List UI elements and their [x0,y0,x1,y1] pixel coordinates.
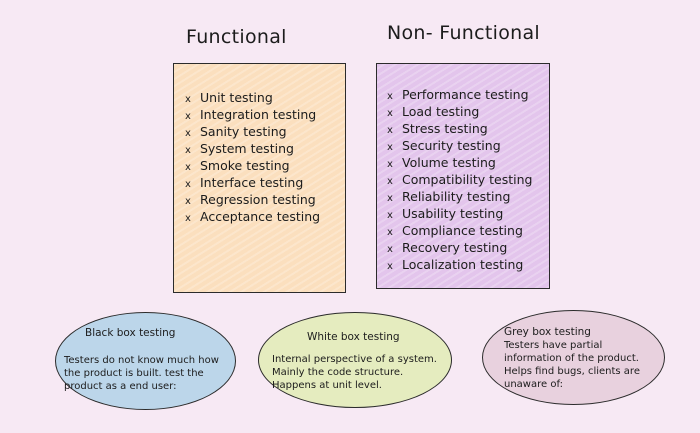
non-functional-item-label: Reliability testing [402,189,511,204]
cross-bullet-icon: x [387,159,393,170]
description-line: Happens at unit level. [272,380,382,391]
cross-bullet-icon: x [387,125,393,136]
cross-bullet-icon: x [387,108,393,119]
cross-bullet-icon: x [185,111,191,122]
functional-item-label: Regression testing [200,192,316,207]
non-functional-item-label: Usability testing [402,206,504,221]
non-functional-list-item: x Volume testing [387,154,532,171]
functional-list-item: x Interface testing [185,174,320,191]
functional-list-item: x Smoke testing [185,157,320,174]
cross-bullet-icon: x [387,261,393,272]
functional-item-label: Integration testing [200,107,317,122]
non-functional-list-item: x Security testing [387,137,532,154]
description-line: Helps find bugs, clients are [504,366,640,377]
non-functional-list-item: x Localization testing [387,256,532,273]
non-functional-list-item: x Stress testing [387,120,532,137]
non-functional-item-label: Compliance testing [402,223,523,238]
functional-item-label: System testing [200,141,294,156]
functional-heading: Functional [186,26,287,48]
black-box-title: Black box testing [85,327,176,339]
functional-list-item: x System testing [185,140,320,157]
functional-list-item: x Unit testing [185,89,320,106]
functional-card [173,63,346,293]
grey-box-ellipse [482,310,665,405]
cross-bullet-icon: x [185,128,191,139]
non-functional-list-item: x Performance testing [387,86,532,103]
cross-bullet-icon: x [185,162,191,173]
black-box-ellipse [55,312,236,410]
functional-item-label: Sanity testing [200,124,287,139]
non-functional-item-label: Load testing [402,104,480,119]
cross-bullet-icon: x [387,227,393,238]
non-functional-item-label: Recovery testing [402,240,508,255]
non-functional-list-item: x Reliability testing [387,188,532,205]
functional-item-label: Unit testing [200,90,273,105]
non-functional-list-item: x Compliance testing [387,222,532,239]
non-functional-list-item: x Usability testing [387,205,532,222]
non-functional-card [376,63,550,289]
non-functional-item-label: Performance testing [402,87,529,102]
non-functional-item-label: Localization testing [402,257,524,272]
cross-bullet-icon: x [387,91,393,102]
non-functional-item-label: Security testing [402,138,501,153]
white-box-description: Internal perspective of a system. Mainly… [272,353,437,392]
description-line: product as a end user: [64,381,177,392]
non-functional-item-label: Compatibility testing [402,172,533,187]
functional-item-label: Smoke testing [200,158,290,173]
description-line: Internal perspective of a system. [272,354,437,365]
grey-box-title: Grey box testing [504,326,591,338]
non-functional-item-label: Volume testing [402,155,496,170]
cross-bullet-icon: x [387,193,393,204]
cross-bullet-icon: x [387,142,393,153]
non-functional-item-label: Stress testing [402,121,488,136]
description-line: the product is built. test the [64,368,204,379]
description-line: Testers do not know much how [64,355,219,366]
non-functional-list-item: x Recovery testing [387,239,532,256]
functional-list-item: x Acceptance testing [185,208,320,225]
black-box-description: Testers do not know much how the product… [64,354,219,393]
description-line: unaware of: [504,379,563,390]
non-functional-list-item: x Compatibility testing [387,171,532,188]
cross-bullet-icon: x [185,145,191,156]
description-line: Mainly the code structure. [272,367,404,378]
non-functional-heading: Non- Functional [387,22,541,44]
white-box-ellipse [258,312,452,408]
functional-item-label: Acceptance testing [200,209,321,224]
description-line: Testers have partial [504,340,603,351]
functional-list-item: x Regression testing [185,191,320,208]
white-box-title: White box testing [307,331,400,343]
cross-bullet-icon: x [185,213,191,224]
cross-bullet-icon: x [185,196,191,207]
functional-list-item: x Sanity testing [185,123,320,140]
cross-bullet-icon: x [387,210,393,221]
cross-bullet-icon: x [185,179,191,190]
description-line: information of the product. [504,353,639,364]
functional-item-label: Interface testing [200,175,304,190]
cross-bullet-icon: x [185,94,191,105]
functional-list-item: x Integration testing [185,106,320,123]
cross-bullet-icon: x [387,176,393,187]
non-functional-list-item: x Load testing [387,103,532,120]
cross-bullet-icon: x [387,244,393,255]
grey-box-description: Testers have partial information of the … [504,339,640,391]
